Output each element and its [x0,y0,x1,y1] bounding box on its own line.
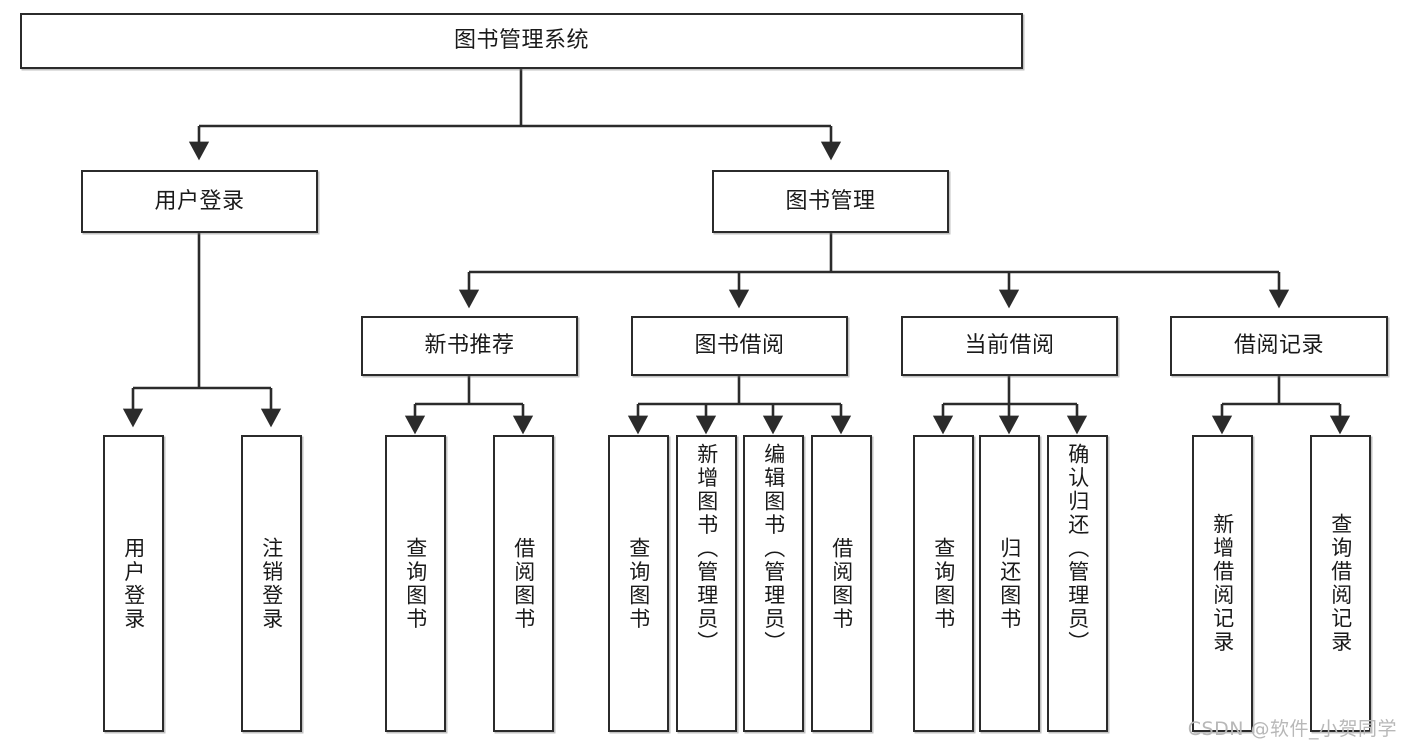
node-leaf-add-record[interactable]: 新增借阅记录 [1192,435,1253,732]
node-label: 查询图书 [626,536,651,631]
node-label: 注销登录 [259,536,284,631]
node-label: 查询借阅记录 [1328,513,1353,654]
node-new-book-recommend[interactable]: 新书推荐 [361,316,578,376]
node-user-login[interactable]: 用户登录 [81,170,318,233]
node-label: 查询图书 [931,536,956,631]
node-label: 借阅图书 [829,536,854,631]
node-label: 图书借阅 [694,333,785,359]
node-leaf-query-book-1[interactable]: 查询图书 [385,435,446,732]
node-label: 借阅记录 [1233,333,1324,359]
node-label: 编辑图书（管理员） [761,443,786,655]
node-label: 新书推荐 [424,333,515,359]
node-leaf-user-logout[interactable]: 注销登录 [241,435,302,732]
node-leaf-return-book[interactable]: 归还图书 [979,435,1040,732]
node-label: 借阅图书 [511,536,536,631]
node-leaf-query-book-2[interactable]: 查询图书 [608,435,669,732]
node-label: 用户登录 [154,188,245,214]
node-label: 图书管理 [785,188,876,214]
node-leaf-edit-book[interactable]: 编辑图书（管理员） [743,435,804,732]
node-label: 查询图书 [403,536,428,631]
node-root-system[interactable]: 图书管理系统 [20,13,1023,69]
csdn-watermark: CSDN @软件_小贺同学 [1187,718,1397,740]
node-label: 当前借阅 [964,333,1055,359]
node-current-borrow[interactable]: 当前借阅 [901,316,1118,376]
node-leaf-query-record[interactable]: 查询借阅记录 [1310,435,1371,732]
node-book-manage[interactable]: 图书管理 [712,170,949,233]
node-leaf-borrow-book-2[interactable]: 借阅图书 [811,435,872,732]
node-label: 新增借阅记录 [1210,513,1235,654]
node-borrow-record[interactable]: 借阅记录 [1170,316,1388,376]
node-leaf-confirm-return[interactable]: 确认归还（管理员） [1047,435,1108,732]
node-label: 归还图书 [997,536,1022,631]
node-leaf-user-login[interactable]: 用户登录 [103,435,164,732]
node-label: 图书管理系统 [453,28,589,54]
node-leaf-borrow-book-1[interactable]: 借阅图书 [493,435,554,732]
node-label: 确认归还（管理员） [1065,443,1090,655]
node-book-borrow[interactable]: 图书借阅 [631,316,848,376]
node-leaf-query-book-3[interactable]: 查询图书 [913,435,974,732]
node-leaf-add-book[interactable]: 新增图书（管理员） [676,435,737,732]
node-label: 新增图书（管理员） [694,443,719,655]
node-label: 用户登录 [121,536,146,631]
